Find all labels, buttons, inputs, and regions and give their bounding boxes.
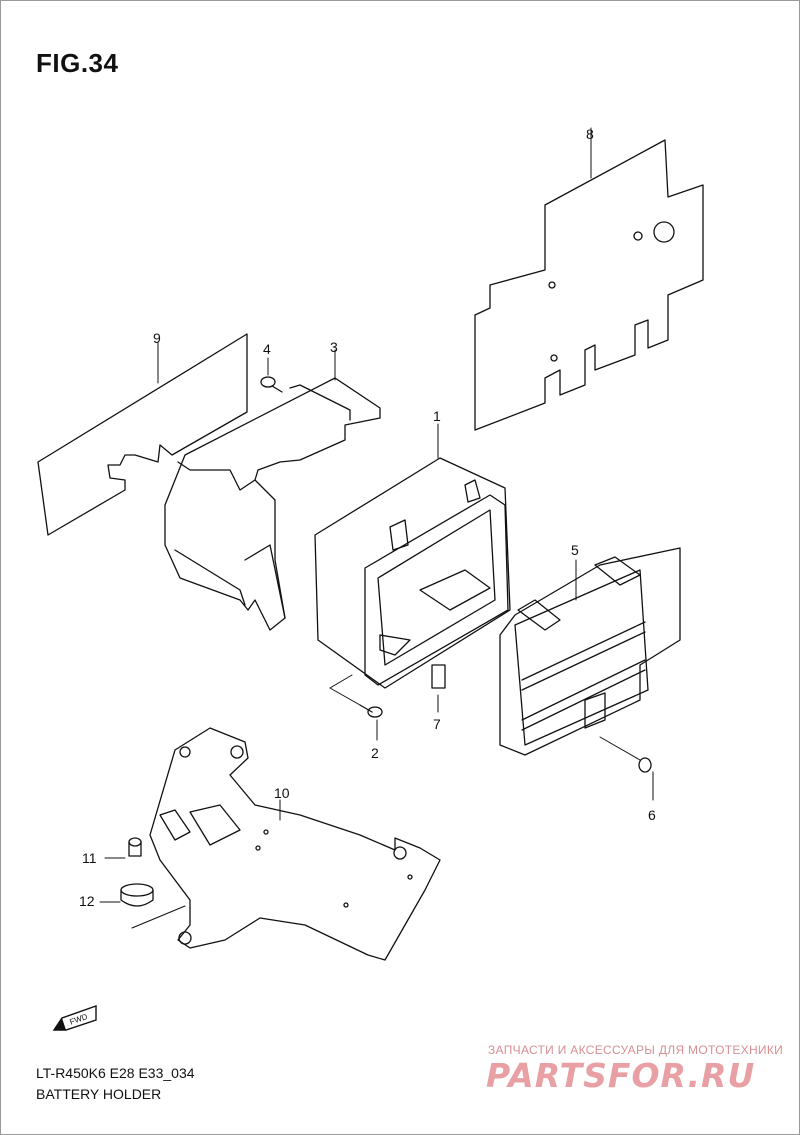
callout-8: 8: [586, 126, 594, 142]
part-1-battery-box: [314, 423, 511, 689]
figure-title: FIG.34: [36, 48, 119, 78]
part-10-bracket: [149, 727, 441, 961]
callout-2: 2: [371, 745, 379, 761]
part-6-screw: [599, 736, 654, 801]
callout-7: 7: [433, 716, 441, 732]
part-9-sheet: [37, 333, 248, 536]
part-8-sheet: [474, 127, 704, 431]
callout-6: 6: [648, 807, 656, 823]
watermark-brand: PARTSFOR.RU: [486, 1056, 756, 1095]
callout-3: 3: [330, 339, 338, 355]
part-3-cover: [164, 349, 381, 631]
figure-name: BATTERY HOLDER: [36, 1086, 162, 1102]
callout-5: 5: [571, 542, 579, 558]
watermark-tagline: ЗАПЧАСТИ И АКСЕССУАРЫ ДЛЯ МОТОТЕХНИКИ: [488, 1043, 784, 1057]
part-4-screw: [260, 357, 283, 393]
part-2-screw: [329, 674, 383, 741]
callout-12: 12: [79, 893, 95, 909]
fwd-arrow-icon: FWD: [52, 1005, 97, 1031]
watermark-logo: PARTSFOR.RU: [486, 1056, 784, 1095]
part-7-clip: [431, 664, 446, 713]
callout-10: 10: [274, 785, 290, 801]
callout-4: 4: [263, 341, 271, 357]
callout-1: 1: [433, 408, 441, 424]
callout-11: 11: [82, 850, 97, 866]
model-code: LT-R450K6 E28 E33_034: [36, 1065, 195, 1081]
part-5-lid: [499, 547, 681, 756]
part-11-bolt: [104, 837, 142, 859]
callout-9: 9: [153, 330, 161, 346]
part-12-damper: [99, 883, 186, 929]
